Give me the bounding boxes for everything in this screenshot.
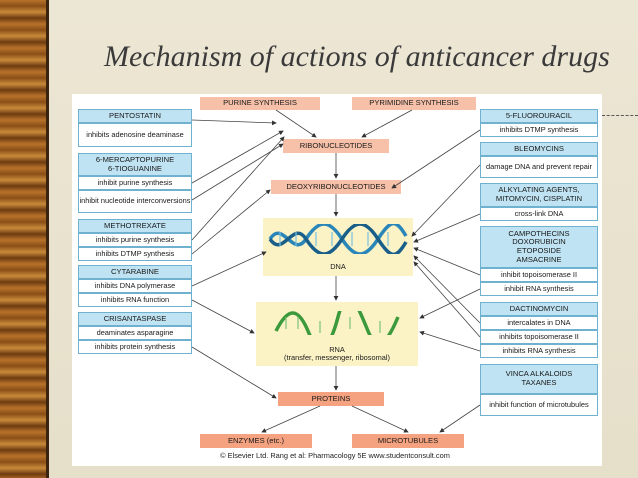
alkylating-header: ALKYLATING AGENTS, MITOMYCIN, CISPLATIN <box>480 183 598 207</box>
purine-synthesis-box: PURINE SYNTHESIS <box>200 97 320 110</box>
dna-helix-icon <box>268 224 408 254</box>
campothecins-name: CAMPOTHECINS <box>508 228 570 238</box>
campothecins-header: CAMPOTHECINS DOXORUBICIN ETOPOSIDE AMSAC… <box>480 226 598 268</box>
mercaptopurine-name: 6-MERCAPTOPURINE <box>95 154 175 164</box>
fluorouracil-header: 5-FLUOROURACIL <box>480 109 598 123</box>
taxanes-name: TAXANES <box>521 378 557 387</box>
microtubules-box: MICROTUBULES <box>352 434 464 448</box>
crisantaspase-action-b: inhibits protein synthesis <box>78 340 192 354</box>
rna-strand-icon <box>274 311 400 335</box>
pentostatin-action: inhibits adenosine deaminase <box>78 123 192 147</box>
ribonucleotides-box: RIBONUCLEOTIDES <box>283 139 389 153</box>
border-edge <box>46 0 49 478</box>
bleomycins-action: damage DNA and prevent repair <box>480 156 598 178</box>
dactinomycin-action-c: inhibits RNA synthesis <box>480 344 598 358</box>
etoposide-name: ETOPOSIDE <box>516 246 562 255</box>
mercaptopurine-action-b: inhibit nucleotide interconversions <box>78 190 192 213</box>
cytarabine-action-a: inhibits DNA polymerase <box>78 279 192 293</box>
alkylating-name: ALKYLATING AGENTS, <box>498 185 580 195</box>
alkylating-action: cross-link DNA <box>480 207 598 221</box>
pentostatin-header: PENTOSTATIN <box>78 109 192 123</box>
pyrimidine-synthesis-box: PYRIMIDINE SYNTHESIS <box>352 97 476 110</box>
copyright-notice: © Elsevier Ltd. Rang et al: Pharmacology… <box>220 451 450 460</box>
vinca-name: VINCA ALKALOIDS <box>505 369 573 379</box>
dactinomycin-action-a: intercalates in DNA <box>480 316 598 330</box>
dactinomycin-action-b: inhibits topoisomerase II <box>480 330 598 344</box>
proteins-box: PROTEINS <box>278 392 384 406</box>
methotrexate-header: METHOTREXATE <box>78 219 192 233</box>
campothecins-action-a: inhibit topoisomerase II <box>480 268 598 282</box>
slide-title: Mechanism of actions of anticancer drugs <box>104 40 610 73</box>
campothecins-action-b: inhibit RNA synthesis <box>480 282 598 296</box>
enzymes-box: ENZYMES (etc.) <box>200 434 312 448</box>
dashed-line <box>602 115 638 116</box>
vinca-action: inhibit function of microtubules <box>480 394 598 416</box>
deoxyribonucleotides-box: DEOXYRIBONUCLEOTIDES <box>271 180 401 194</box>
fluorouracil-action: inhibits DTMP synthesis <box>480 123 598 137</box>
amsacrine-name: AMSACRINE <box>516 254 562 264</box>
mitomycin-cisplatin-name: MITOMYCIN, CISPLATIN <box>495 194 583 203</box>
methotrexate-action-b: inhibits DTMP synthesis <box>78 247 192 261</box>
wood-border-strip <box>0 0 46 478</box>
mercaptopurine-header: 6-MERCAPTOPURINE 6-TIOGUANINE <box>78 153 192 176</box>
dna-label: DNA <box>330 262 346 272</box>
cytarabine-header: CYTARABINE <box>78 265 192 279</box>
vinca-header: VINCA ALKALOIDS TAXANES <box>480 364 598 394</box>
dactinomycin-header: DACTINOMYCIN <box>480 302 598 316</box>
bleomycins-header: BLEOMYCINS <box>480 142 598 156</box>
methotrexate-action-a: inhibits purine synthesis <box>78 233 192 247</box>
cytarabine-action-b: inhibits RNA function <box>78 293 192 307</box>
doxorubicin-name: DOXORUBICIN <box>512 237 566 247</box>
rna-label: RNA <box>329 344 345 354</box>
tioguanine-name: 6-TIOGUANINE <box>107 163 162 173</box>
rna-sublabel: (transfer, messenger, ribosomal) <box>284 353 390 363</box>
crisantaspase-header: CRISANTASPASE <box>78 312 192 326</box>
crisantaspase-action-a: deaminates asparagine <box>78 326 192 340</box>
mercaptopurine-action-a: inhibit purine synthesis <box>78 176 192 190</box>
